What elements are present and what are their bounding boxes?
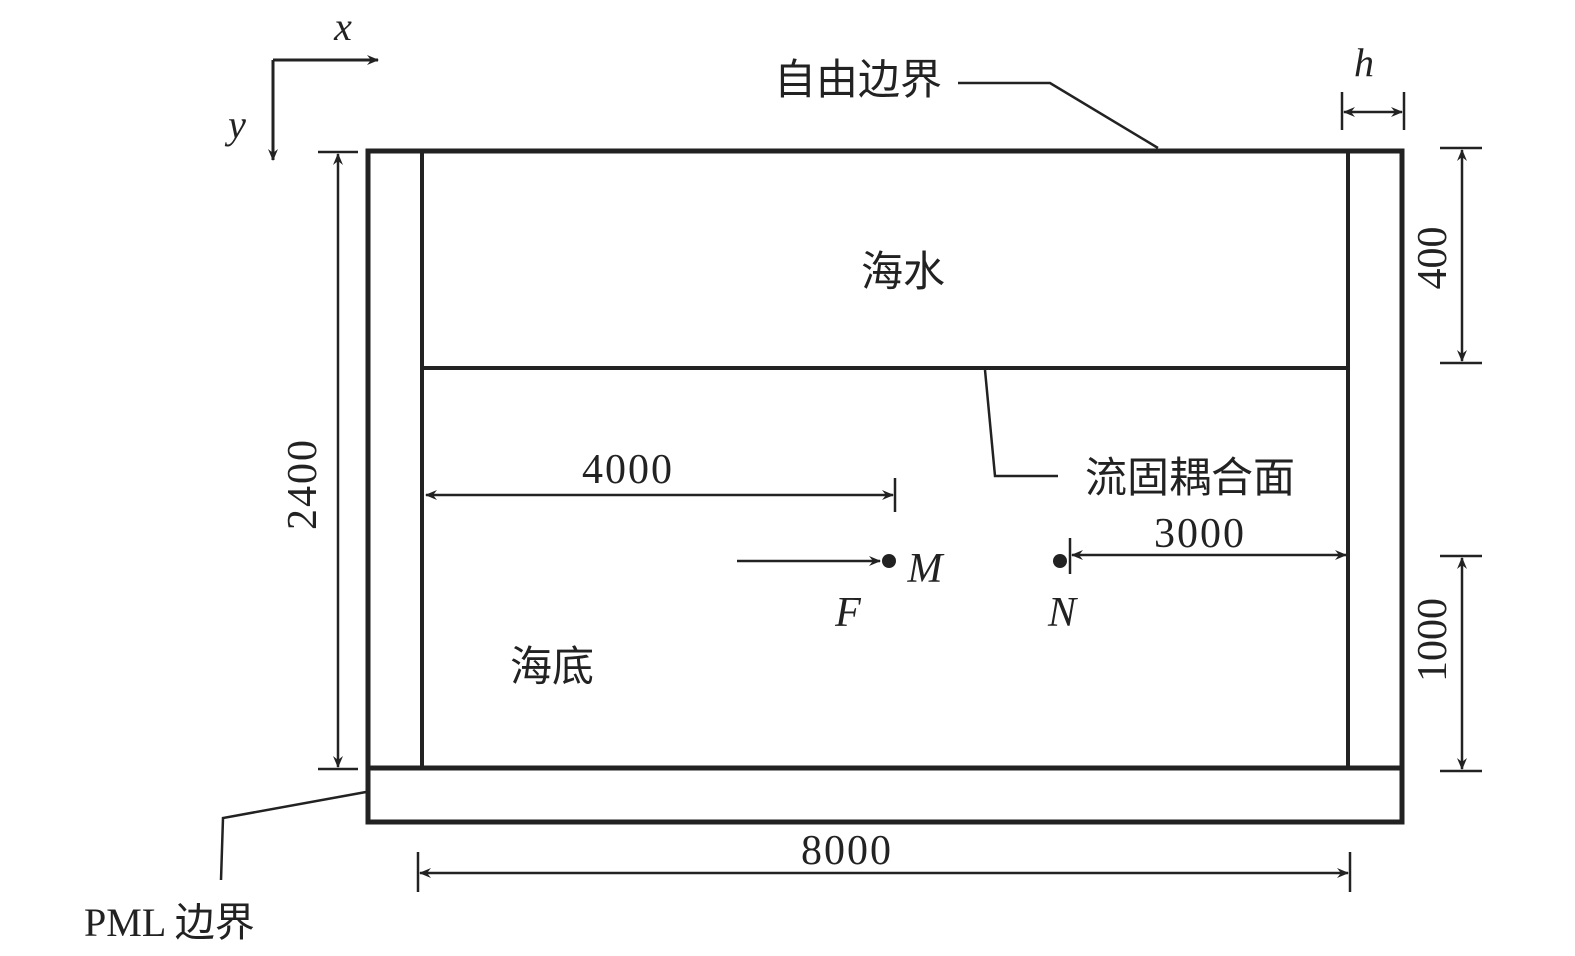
n-offset-value: 3000 — [1154, 511, 1246, 557]
seawater-label: 海水 — [861, 247, 945, 296]
model-domain — [365, 148, 1405, 825]
m-offset-value: 4000 — [582, 447, 674, 493]
water-depth-value: 400 — [1410, 227, 1456, 290]
height-value: 2400 — [280, 438, 326, 530]
interface-callout: 流固耦合面 — [983, 369, 1295, 502]
width-value: 8000 — [801, 828, 893, 874]
m-offset-dimension: 4000 — [425, 447, 897, 512]
point-n-label: N — [1047, 590, 1078, 636]
width-dimension: 8000 — [416, 828, 1352, 892]
seabed-label: 海底 — [510, 642, 594, 691]
coordinate-axes: x y — [224, 4, 379, 161]
interface-label: 流固耦合面 — [1085, 453, 1295, 502]
point-m-label: M — [907, 546, 945, 592]
x-axis-label: x — [333, 4, 352, 49]
force-and-point-m: M F — [737, 546, 945, 636]
h-label: h — [1354, 40, 1374, 85]
force-f-label: F — [834, 590, 861, 636]
pml-callout: PML 边界 — [84, 790, 367, 945]
water-depth-dimension: 400 — [1410, 146, 1482, 365]
height-dimension: 2400 — [280, 150, 358, 771]
free-boundary-label: 自由边界 — [774, 55, 942, 104]
point-n-marker — [1053, 554, 1067, 568]
pml-boundary-label: PML 边界 — [84, 900, 255, 945]
n-height-value: 1000 — [1410, 598, 1456, 682]
free-boundary-callout: 自由边界 — [774, 55, 1159, 150]
point-m-marker — [882, 554, 896, 568]
n-height-dimension: 1000 — [1410, 554, 1482, 773]
h-dimension: h — [1340, 40, 1406, 130]
y-axis-label: y — [224, 102, 246, 147]
point-n-and-offset: N 3000 — [1047, 511, 1347, 636]
